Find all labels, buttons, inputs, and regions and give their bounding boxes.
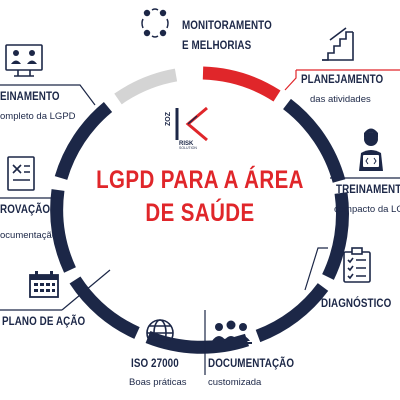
ring-segment-monitoramento xyxy=(114,68,178,105)
team-icon xyxy=(210,320,252,344)
ring-segment-left xyxy=(50,189,76,273)
training-screen-icon xyxy=(5,44,43,77)
developer-icon xyxy=(359,128,383,171)
ring-segment-lower-left xyxy=(69,276,140,339)
documentacao-subtitle: customizada xyxy=(208,377,262,388)
ring-segment-right xyxy=(322,192,349,280)
diagnostico-title: DIAGNÓSTICO xyxy=(321,296,392,310)
connector-treinamento-left xyxy=(0,84,96,106)
ring-segment-lower-right xyxy=(255,283,329,343)
ring-segment-upper-right xyxy=(282,98,346,183)
risk-solution-logo: ZOZ RISK SOLUTION xyxy=(163,104,213,152)
document-x-icon xyxy=(7,156,35,191)
center-title-line1: LGPD PARA A ÁREA xyxy=(96,166,304,194)
logo-sub1: RISK xyxy=(179,141,194,147)
treinamento-right-title: TREINAMENTO xyxy=(336,182,400,196)
treinamento-left-subtitle: ompleto da LGPD xyxy=(0,111,76,122)
connector-plano xyxy=(61,269,111,311)
checklist-icon xyxy=(343,247,371,283)
stairs-icon xyxy=(322,27,354,61)
calendar-icon xyxy=(29,271,59,298)
ring-segment-upper-left xyxy=(54,101,113,180)
center-title-line2: DE SAÚDE xyxy=(145,199,255,227)
plano-title: PLANO DE AÇÃO xyxy=(2,314,86,328)
logo-text: ZOZ xyxy=(165,112,172,126)
monitoramento-title-1: MONITORAMENTO xyxy=(182,18,272,32)
aprovacao-title: ROVAÇÃO xyxy=(0,202,51,216)
globe-icon xyxy=(146,319,174,347)
treinamento-left-title: EINAMENTO xyxy=(0,89,60,103)
cycle-arrows-icon xyxy=(141,8,169,38)
iso-title: ISO 27000 xyxy=(131,356,179,370)
planejamento-title: PLANEJAMENTO xyxy=(301,72,384,86)
monitoramento-title-2: E MELHORIAS xyxy=(182,38,252,52)
iso-subtitle: Boas práticas xyxy=(129,377,187,388)
planejamento-subtitle: das atividades xyxy=(310,94,371,105)
connector-diagnostico xyxy=(304,247,328,291)
treinamento-right-subtitle: compacto da LGPD xyxy=(334,204,400,215)
logo-sub2: SOLUTION xyxy=(179,146,197,150)
connector-planejamento xyxy=(284,70,297,91)
documentacao-title: DOCUMENTAÇÃO xyxy=(208,356,295,370)
aprovacao-subtitle: ocumentação xyxy=(0,230,58,241)
ring-segment-planejamento xyxy=(202,66,281,102)
